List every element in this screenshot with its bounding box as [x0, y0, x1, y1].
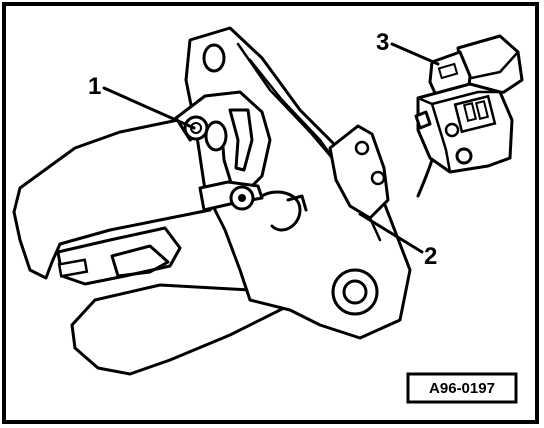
callout-2-leader: [358, 212, 424, 254]
latch-roller: [204, 120, 228, 152]
lock-assembly: [12, 26, 412, 376]
callout-3-label: 3: [376, 29, 389, 56]
flange-hole-lower: [370, 170, 386, 186]
flange-hole-upper: [354, 140, 370, 156]
micro-switch-assembly: [414, 34, 524, 198]
connector-plug-face: [460, 50, 520, 82]
switch-hole-upper: [444, 122, 460, 138]
lock-lower-jaw: [70, 283, 302, 376]
latch-pivot-lower-inner: [238, 194, 246, 202]
callout-1-leader: [102, 86, 196, 130]
connector-pin-slot: [437, 62, 459, 80]
lock-upper-jaw: [12, 118, 232, 280]
reference-code-box: A96-0197: [406, 372, 518, 404]
callout-1: 1: [88, 73, 196, 130]
switch-terminal: [462, 102, 478, 122]
callout-3: 3: [376, 29, 440, 66]
latch-pawl: [228, 108, 254, 172]
callout-2-label: 2: [424, 243, 437, 270]
switch-hole-lower: [455, 147, 473, 165]
top-mount-hole: [202, 43, 226, 73]
plate-slot: [286, 194, 308, 212]
reference-code-frame: [406, 372, 518, 404]
jaw-small-tab: [57, 258, 89, 278]
callout-1-label: 1: [88, 73, 101, 100]
switch-terminal-2: [474, 100, 490, 120]
switch-body-edge: [416, 96, 452, 174]
callout-3-leader: [390, 42, 440, 66]
cam-track: [260, 190, 302, 232]
switch-plunger: [414, 110, 432, 130]
switch-wire: [416, 158, 434, 198]
reference-code: A96-0197: [429, 380, 495, 397]
lock-jaw-opening: [56, 226, 182, 286]
switch-body-top-edge: [430, 90, 502, 106]
jaw-striker-slot: [110, 244, 170, 278]
bottom-mount-hole: [342, 279, 368, 305]
callout-2: 2: [358, 212, 437, 270]
side-mount-flange: [328, 124, 390, 220]
